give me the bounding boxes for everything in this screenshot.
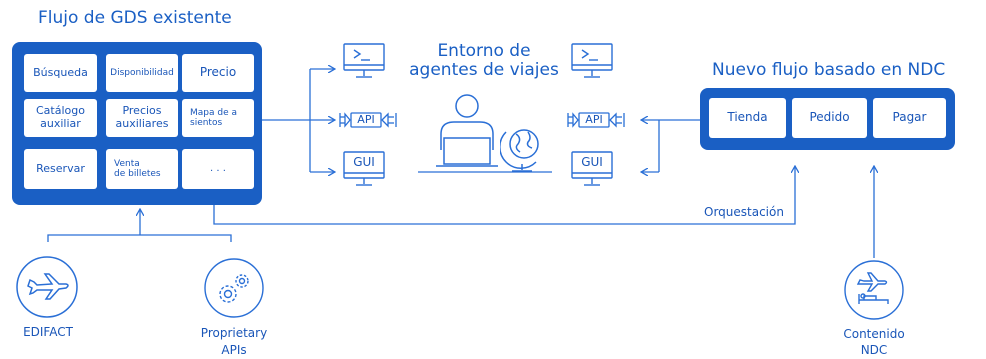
agent-title: Entorno de agentes de viajes <box>409 41 559 80</box>
plug-icon <box>567 112 625 128</box>
gds-cell-catalogo-auxiliar[interactable]: Catálogo auxiliar <box>24 99 97 137</box>
gds-title: Flujo de GDS existente <box>38 8 232 28</box>
gds-cell-venta-billetes[interactable]: Venta de billetes <box>106 149 178 189</box>
airplane-icon <box>16 256 78 318</box>
gears-icon <box>204 258 264 318</box>
travel-agent-icon <box>436 94 498 167</box>
api-connector-left: API <box>338 110 404 130</box>
globe-icon <box>500 129 539 172</box>
gds-cell-reservar[interactable]: Reservar <box>24 149 97 189</box>
terminal-monitor-icon <box>343 43 385 78</box>
gds-cell-precios-auxiliares[interactable]: Precios auxiliares <box>106 99 178 137</box>
orchestration-label: Orquestación <box>704 205 784 219</box>
plug-icon <box>339 112 397 128</box>
gds-cell-mapa-asientos[interactable]: Mapa de a sientos <box>182 99 254 137</box>
api-label: API <box>357 113 375 126</box>
gds-cell-precio[interactable]: Precio <box>182 54 254 92</box>
ndc-cell-tienda[interactable]: Tienda <box>709 98 786 138</box>
gds-cell-disponibilidad[interactable]: Disponibilidad <box>106 54 178 92</box>
proprietary-apis-label: Proprietary APIs <box>200 326 268 357</box>
ndc-cell-pagar[interactable]: Pagar <box>873 98 946 138</box>
gds-panel: Búsqueda Disponibilidad Precio Catálogo … <box>12 42 262 205</box>
gds-cell-more[interactable]: . . . <box>182 149 254 189</box>
ndc-title: Nuevo flujo basado en NDC <box>712 60 946 80</box>
terminal-monitor-icon <box>571 43 613 78</box>
monitor-icon <box>571 151 613 186</box>
api-label: API <box>585 113 603 126</box>
gds-cell-busqueda[interactable]: Búsqueda <box>24 54 97 92</box>
monitor-icon <box>343 151 385 186</box>
gui-label: GUI <box>581 155 603 169</box>
api-connector-right: API <box>566 110 632 130</box>
flight-hotel-icon <box>844 260 904 320</box>
gui-monitor-left: GUI <box>342 150 386 188</box>
ndc-cell-pedido[interactable]: Pedido <box>792 98 867 138</box>
gui-label: GUI <box>353 155 375 169</box>
ndc-panel: Tienda Pedido Pagar <box>700 88 955 150</box>
ndc-content-label: Contenido NDC <box>843 327 905 357</box>
gui-monitor-right: GUI <box>570 150 614 188</box>
edifact-label: EDIFACT <box>23 325 73 339</box>
